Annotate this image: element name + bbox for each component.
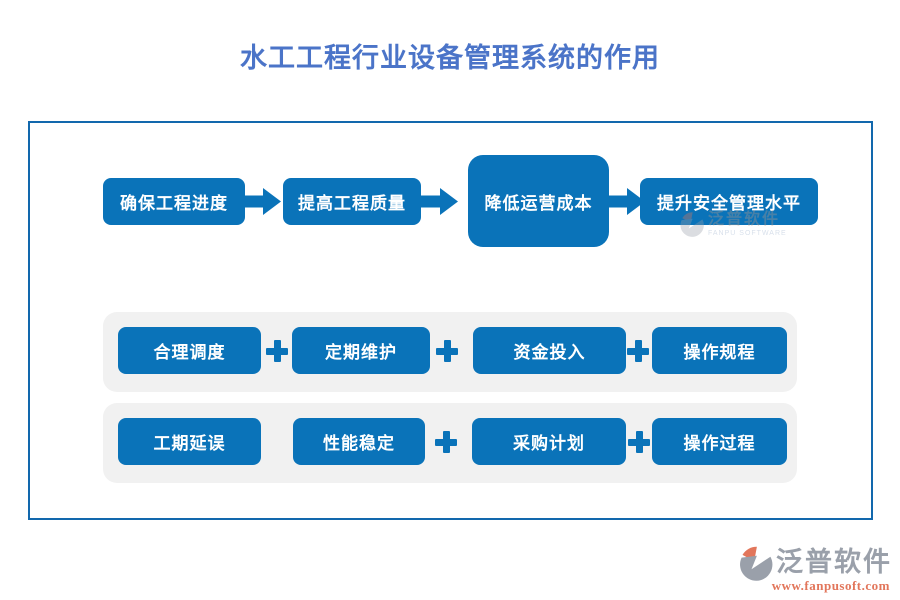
fanpu-logo-row: 泛普软件 <box>738 545 892 581</box>
plus-icon <box>436 340 458 362</box>
fanpu-logo-url: www.fanpusoft.com <box>771 578 890 593</box>
measure-investment: 资金投入 <box>473 327 626 374</box>
plus-icon <box>627 340 649 362</box>
issue-schedule-delay: 工期延误 <box>118 418 261 465</box>
flow-step-reduce-cost: 降低运营成本 <box>468 155 609 247</box>
arrow-right-icon <box>244 188 281 215</box>
page-title: 水工工程行业设备管理系统的作用 <box>240 43 660 73</box>
measure-scheduling: 合理调度 <box>118 327 261 374</box>
issue-procurement-plan: 采购计划 <box>472 418 626 465</box>
flow-step-improve-quality: 提高工程质量 <box>283 178 421 225</box>
fanpu-logo-icon <box>740 546 773 581</box>
plus-icon <box>266 340 288 362</box>
arrow-right-icon <box>608 188 645 215</box>
arrow-right-icon <box>421 188 458 215</box>
fanpu-logo: 泛普软件 www.fanpusoft.com <box>738 545 892 594</box>
plus-icon <box>435 431 457 453</box>
plus-icon <box>628 431 650 453</box>
issue-performance-stability: 性能稳定 <box>293 418 425 465</box>
measure-procedures: 操作规程 <box>652 327 787 374</box>
issue-operation-process: 操作过程 <box>652 418 787 465</box>
fanpu-logo-name: 泛普软件 <box>776 547 892 578</box>
measure-maintenance: 定期维护 <box>292 327 430 374</box>
flow-step-improve-safety: 提升安全管理水平 <box>640 178 818 225</box>
flow-step-ensure-progress: 确保工程进度 <box>103 178 245 225</box>
